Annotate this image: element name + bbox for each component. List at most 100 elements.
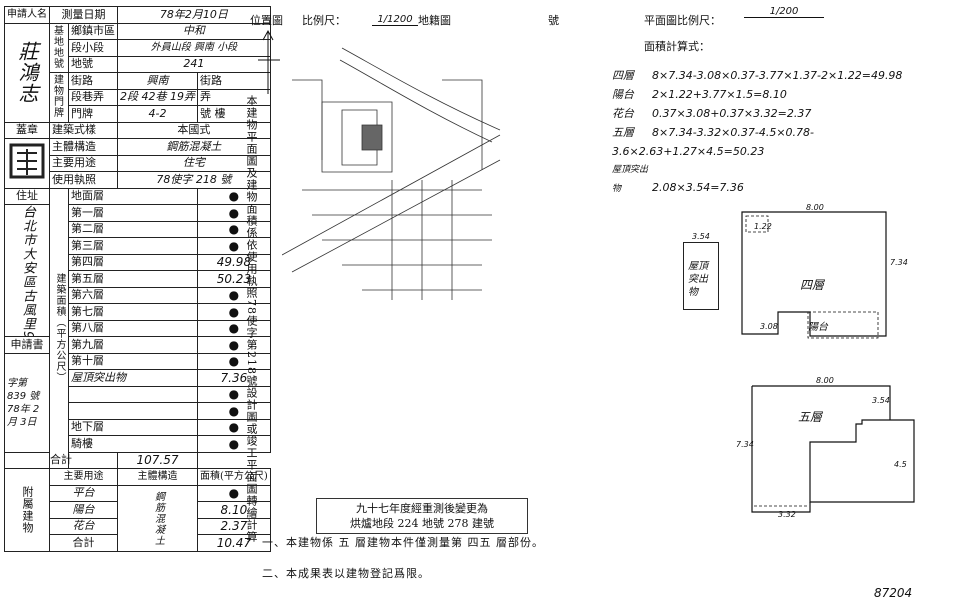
note-1: 一、本建物係 五 層建物本件僅測量第 四五 層部份。: [262, 536, 544, 549]
annex-header-area: 面積(平方公尺): [197, 468, 271, 486]
floor-name: 騎樓: [68, 435, 198, 453]
floor-name: 第三層: [68, 237, 198, 255]
calc-row-expr: 2.08×3.54=7.36: [652, 181, 744, 194]
annex-area: ●: [197, 484, 271, 502]
doorplate-label: 建物門牌: [49, 72, 69, 123]
floor-value: ●: [197, 336, 271, 354]
floor-value: 7.36: [197, 369, 271, 387]
floor-value: ●: [197, 385, 271, 403]
annex-area: 8.10: [197, 501, 271, 519]
floor4-dim-h: 7.34: [890, 258, 908, 267]
balcony-label: 陽台: [808, 322, 828, 333]
floor-name: 第五層: [68, 270, 198, 288]
lot-label: 地號: [68, 55, 118, 73]
roof-dim-w: 3.54: [692, 232, 710, 241]
floor-name: 屋頂突出物: [68, 369, 198, 387]
floor-value: 49.98: [197, 253, 271, 271]
scale-value: 1/1200: [372, 14, 418, 26]
floor4-plan: [741, 211, 887, 339]
stamp-line-2: 烘爐地段 224 地號 278 建號: [350, 517, 494, 530]
app-no-value: 字第 839 號 78年 2月 3日: [4, 352, 50, 453]
registration-form: 申請人名 測量日期 78年2月10日 莊鴻志 基地地號 鄉鎮市區 中和 段小段 …: [4, 6, 271, 552]
plan-scale-label: 平面圖比例尺：: [644, 14, 721, 27]
calc-row-label: 陽台: [612, 88, 634, 101]
annex-structure: 鋼筋混凝土: [117, 484, 198, 552]
annex-area: 10.47: [197, 534, 271, 552]
annex-use: 平台: [49, 484, 118, 502]
seal-stamp-icon: [9, 143, 45, 179]
floor5-dim-w: 8.00: [816, 376, 834, 385]
calc-row-expr: 8×7.34-3.32×0.37-4.5×0.78-3.6×2.63+1.27×…: [612, 126, 815, 158]
floor-value: ●: [197, 319, 271, 337]
annex-use: 陽台: [49, 501, 118, 519]
stamp-line-1: 九十七年度經重測後變更為: [356, 502, 488, 515]
scale-label: 比例尺：: [302, 14, 346, 27]
floor-name: 第十層: [68, 352, 198, 370]
lane-label: 段巷弄: [68, 88, 118, 106]
calc-row-label: 四層: [612, 69, 634, 82]
district-value: 中和: [117, 22, 271, 40]
floor4-dim-w: 8.00: [806, 203, 824, 212]
floor-value: ●: [197, 435, 271, 453]
floor-value: ●: [197, 402, 271, 420]
number-label: 門牌: [68, 105, 118, 123]
number-value: 4-2: [117, 105, 198, 123]
number-suffix: 號 樓: [197, 105, 271, 123]
page-number: 87204: [874, 586, 913, 600]
floor5-plan: [751, 385, 915, 513]
roof-plan: [683, 242, 719, 310]
section-label: 段小段: [68, 39, 118, 57]
lane-value: 2段 42巷 19弄: [117, 88, 198, 106]
floor-name: 第八層: [68, 319, 198, 337]
vertical-note: 本建物平面圖及建物面積係依使用執照78使字第218號設計圖或竣工平面圖轉繪計算: [245, 95, 258, 543]
floor5-dim-d4: 3.32: [778, 510, 796, 519]
address-label: 住址: [4, 187, 50, 205]
floor-name: 第二層: [68, 220, 198, 238]
calc-row-label: 屋頂突出物: [612, 165, 649, 194]
floor-value: 50.23: [197, 270, 271, 288]
applicant-name: 莊鴻志: [4, 22, 50, 123]
revision-stamp: 九十七年度經重測後變更為 烘爐地段 224 地號 278 建號: [316, 498, 528, 534]
floor-value: ●: [197, 220, 271, 238]
floor-name: 地面層: [68, 187, 198, 205]
use-value: 住宅: [117, 154, 271, 172]
floor-value: ●: [197, 237, 271, 255]
plan-scale-value: 1/200: [744, 6, 824, 18]
calc-row-label: 五層: [612, 126, 634, 139]
floor4-dim-d2: 1.22: [754, 222, 772, 231]
roof-label: 屋頂突出物: [688, 261, 708, 298]
north-arrow-icon: [258, 29, 280, 94]
cadastral-label: 地籍圖: [418, 14, 451, 27]
seal-stamp: [4, 138, 50, 189]
district-label: 鄉鎮市區: [68, 22, 118, 40]
note-2: 二、本成果表以建物登記爲限。: [262, 567, 430, 580]
floor-value: ●: [197, 187, 271, 205]
annex-area: 2.37: [197, 517, 271, 535]
floor-name: 地下層: [68, 418, 198, 436]
survey-date-label: 測量日期: [49, 6, 118, 24]
floor-name: 第七層: [68, 303, 198, 321]
floor4-dim-d3: 3.08: [760, 322, 778, 331]
site-label: 基地地號: [49, 22, 69, 73]
license-label: 使用執照: [49, 171, 118, 189]
annex-use: 合計: [49, 534, 118, 552]
use-label: 主要用途: [49, 154, 118, 172]
location-label: 位置圖: [250, 14, 283, 27]
floor5-dim-d6: 4.5: [894, 460, 907, 469]
floor-value: ●: [197, 286, 271, 304]
floor-name: 第六層: [68, 286, 198, 304]
floor-name: 第四層: [68, 253, 198, 271]
floor-value: ●: [197, 418, 271, 436]
floor-name: 第九層: [68, 336, 198, 354]
app-no-label: 申請書: [4, 336, 50, 354]
applicant-label: 申請人名: [4, 6, 50, 24]
annex-header-use: 主要用途: [49, 468, 118, 486]
calc-row-label: 花台: [612, 107, 634, 120]
floor5-label: 五層: [798, 410, 823, 424]
floor-value: ●: [197, 352, 271, 370]
location-map: [282, 47, 501, 300]
section-value: 外員山段 興南 小段: [117, 39, 271, 57]
